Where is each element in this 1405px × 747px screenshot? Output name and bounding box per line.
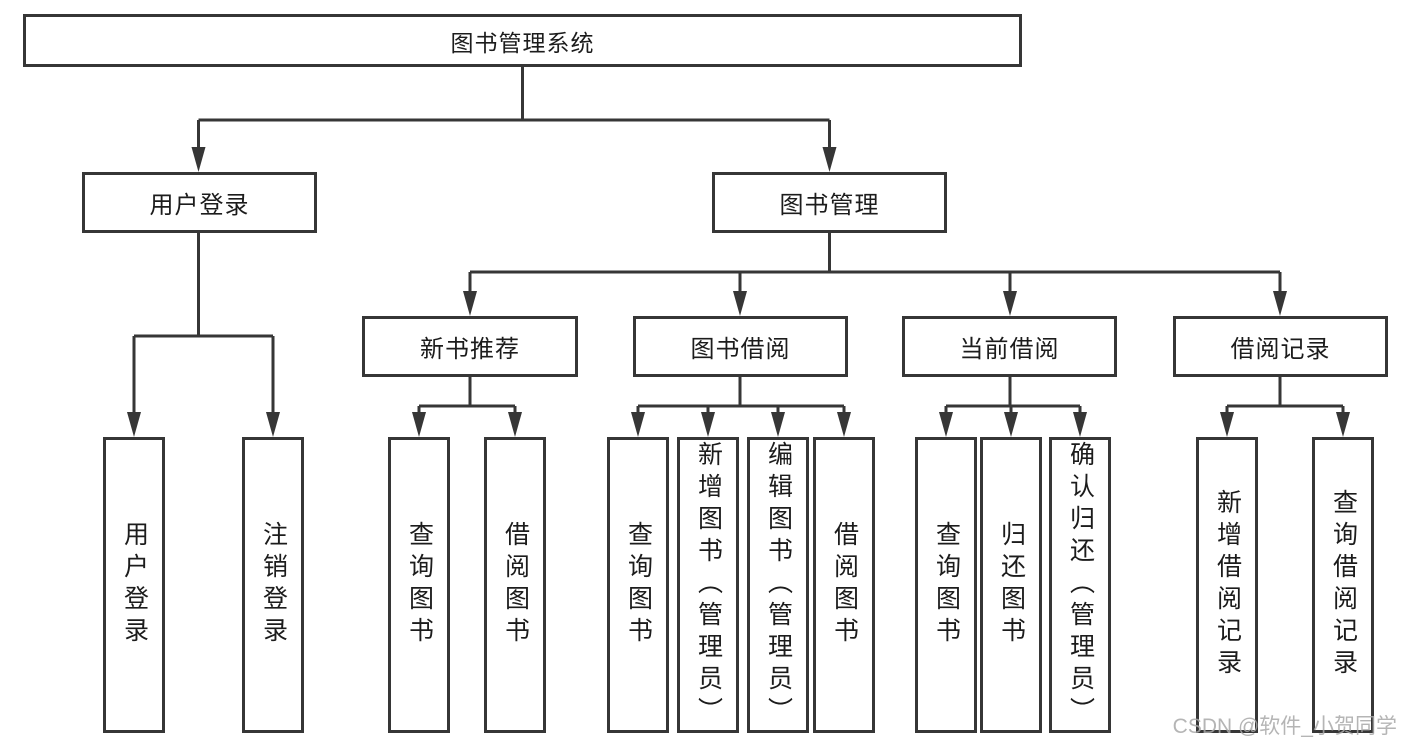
node-label: 借阅记录 [1230,336,1331,363]
node-label: 确认归还（管理员） [1066,441,1095,729]
node-label: 用户登录 [149,192,250,219]
node-library-management-system: 图书管理系统 [23,14,1022,67]
leaf-logout: 注销登录 [242,437,304,733]
node-book-borrowing: 图书借阅 [633,316,848,377]
node-label: 查询图书 [405,521,434,649]
leaf-borrowing-query-books: 查询图书 [607,437,669,733]
node-book-management: 图书管理 [712,172,947,233]
leaf-newbook-borrow-books: 借阅图书 [484,437,546,733]
node-label: 编辑图书（管理员） [764,441,793,729]
leaf-newbook-query-books: 查询图书 [388,437,450,733]
node-new-book-recommend: 新书推荐 [362,316,578,377]
leaf-borrowing-edit-books-admin: 编辑图书（管理员） [747,437,809,733]
node-label: 用户登录 [120,521,149,649]
node-label: 新书推荐 [420,336,520,363]
node-label: 查询图书 [624,521,653,649]
node-label: 图书借阅 [690,336,791,363]
node-label: 新增图书（管理员） [694,441,723,729]
leaf-current-confirm-return-admin: 确认归还（管理员） [1049,437,1111,733]
node-current-borrowing: 当前借阅 [902,316,1117,377]
leaf-records-add-record: 新增借阅记录 [1196,437,1258,733]
node-borrowing-records: 借阅记录 [1173,316,1388,377]
watermark: CSDN @软件_小贺同学 [1172,715,1397,738]
node-label: 注销登录 [259,521,288,649]
node-label: 图书管理系统 [450,29,595,56]
node-label: 新增借阅记录 [1213,489,1242,681]
node-user-login: 用户登录 [82,172,317,233]
node-label: 归还图书 [997,521,1026,649]
node-label: 借阅图书 [501,521,530,649]
leaf-borrowing-borrow-books: 借阅图书 [813,437,875,733]
node-label: 当前借阅 [959,336,1060,363]
leaf-user-login: 用户登录 [103,437,165,733]
node-label: 图书管理 [779,192,880,219]
node-label: 查询借阅记录 [1329,489,1358,681]
leaf-records-query-record: 查询借阅记录 [1312,437,1374,733]
leaf-borrowing-add-books-admin: 新增图书（管理员） [677,437,739,733]
leaf-current-return-books: 归还图书 [980,437,1042,733]
node-label: 借阅图书 [830,521,859,649]
leaf-current-query-books: 查询图书 [915,437,977,733]
node-label: 查询图书 [932,521,961,649]
